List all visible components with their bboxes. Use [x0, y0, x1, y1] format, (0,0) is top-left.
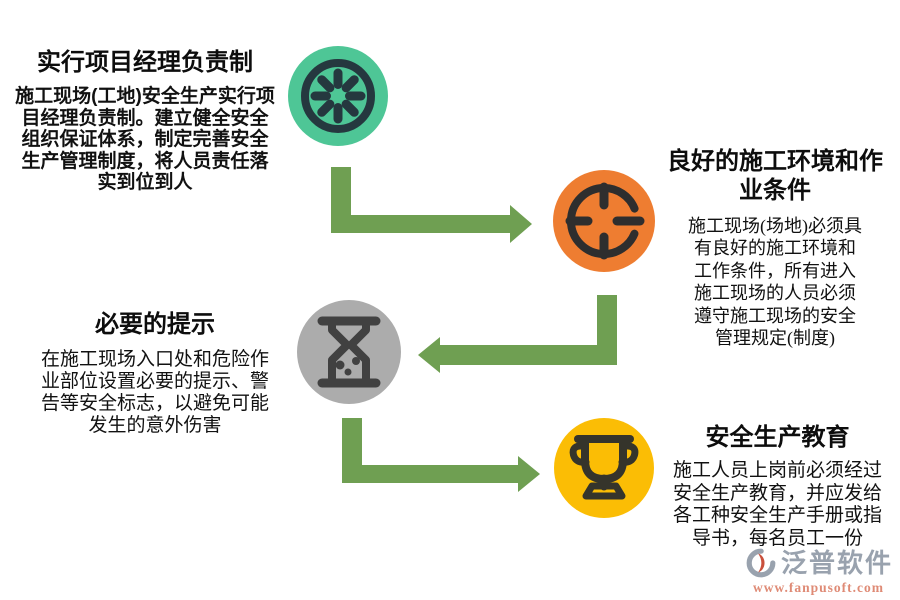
- step-3-title: 必要的提示: [95, 311, 215, 338]
- step-4-body: 施工人员上岗前必须经过安全生产教育，并应发给各工种安全生产手册或指导书，每名员工…: [672, 460, 882, 549]
- brand-logo-icon: [746, 548, 776, 578]
- target-icon: [565, 182, 645, 260]
- step-3-circle: [297, 300, 401, 404]
- flow-arrow-3-right-icon: [342, 418, 540, 492]
- brand-logo: 泛普软件 www.fanpusoft.com: [744, 546, 893, 596]
- brand-url: www.fanpusoft.com: [752, 580, 884, 595]
- brand-name: 泛普软件: [780, 548, 893, 578]
- flow-arrow-2-left-icon: [418, 295, 617, 373]
- step-1-panel: 实行项目经理负责制 施工现场(工地)安全生产实行项目经理负责制。建立健全安全组织…: [0, 48, 290, 194]
- step-4-panel: 安全生产教育 施工人员上岗前必须经过安全生产教育，并应发给各工种安全生产手册或指…: [660, 423, 895, 550]
- hourglass-icon: [317, 316, 381, 388]
- step-2-body: 施工现场(场地)必须具有良好的施工环境和工作条件，所有进入施工现场的人员必须遵守…: [688, 216, 862, 349]
- step-4-circle: [554, 418, 654, 518]
- step-3-panel: 必要的提示 在施工现场入口处和危险作业部位设置必要的提示、警告等安全标志，以避免…: [25, 310, 285, 437]
- step-2-title: 良好的施工环境和作业条件: [667, 148, 883, 204]
- step-1-body: 施工现场(工地)安全生产实行项目经理负责制。建立健全安全组织保证体系，制定完善安…: [15, 86, 275, 193]
- step-4-title: 安全生产教育: [705, 424, 850, 451]
- step-3-body: 在施工现场入口处和危险作业部位设置必要的提示、警告等安全标志，以避免可能发生的意…: [40, 349, 269, 436]
- step-2-panel: 良好的施工环境和作业条件 施工现场(场地)必须具有良好的施工环境和工作条件，所有…: [655, 147, 895, 349]
- step-1-title: 实行项目经理负责制: [37, 49, 253, 76]
- step-2-circle: [553, 170, 655, 272]
- flow-arrow-1-right-icon: [331, 167, 532, 243]
- step-1-circle: [288, 46, 388, 146]
- spinner-icon: [301, 59, 375, 133]
- trophy-icon: [569, 435, 639, 500]
